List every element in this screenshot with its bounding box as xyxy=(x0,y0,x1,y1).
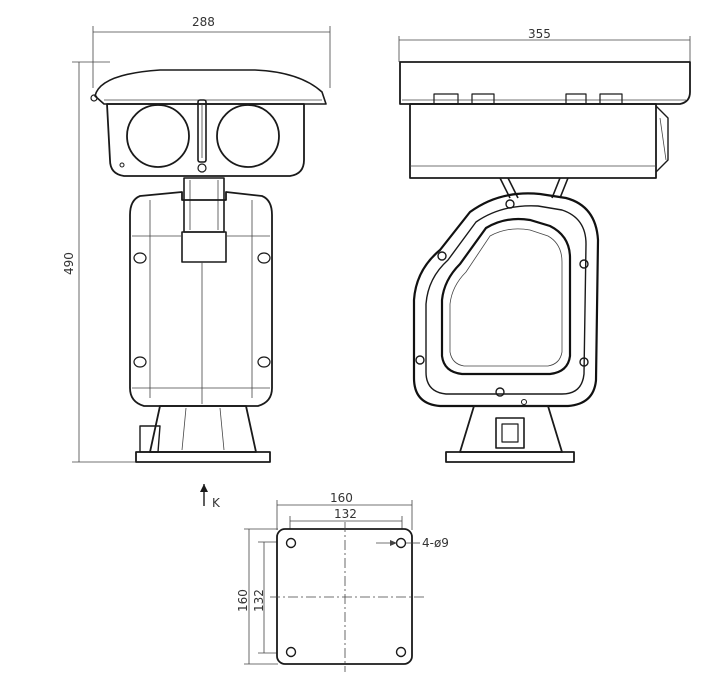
side-width-label: 355 xyxy=(528,27,551,41)
base-inner-width-dimension: 132 xyxy=(289,507,403,540)
mount-holes-label: 4-ø9 xyxy=(422,536,449,550)
front-width-label: 288 xyxy=(192,15,215,29)
base-plate-view: 160 132 160 132 xyxy=(236,491,449,672)
side-width-dimension: 355 xyxy=(398,27,691,62)
side-view: 355 xyxy=(398,27,691,463)
front-view: 288 490 xyxy=(62,15,331,463)
total-height-label: 490 xyxy=(62,252,76,275)
front-width-dimension: 288 xyxy=(92,15,331,88)
base-outer-width-label: 160 xyxy=(330,491,353,505)
view-direction-marker: K xyxy=(200,484,221,510)
total-height-dimension: 490 xyxy=(62,61,140,463)
base-outer-width-dimension: 160 xyxy=(276,491,413,530)
view-marker-label: K xyxy=(212,496,221,510)
base-inner-width-label: 132 xyxy=(334,507,357,521)
base-inner-height-label: 132 xyxy=(252,589,266,612)
mount-holes-callout: 4-ø9 xyxy=(376,536,449,550)
base-outer-height-label: 160 xyxy=(236,589,250,612)
base-inner-height-dimension: 132 xyxy=(252,541,290,654)
base-outer-height-dimension: 160 xyxy=(236,528,278,665)
